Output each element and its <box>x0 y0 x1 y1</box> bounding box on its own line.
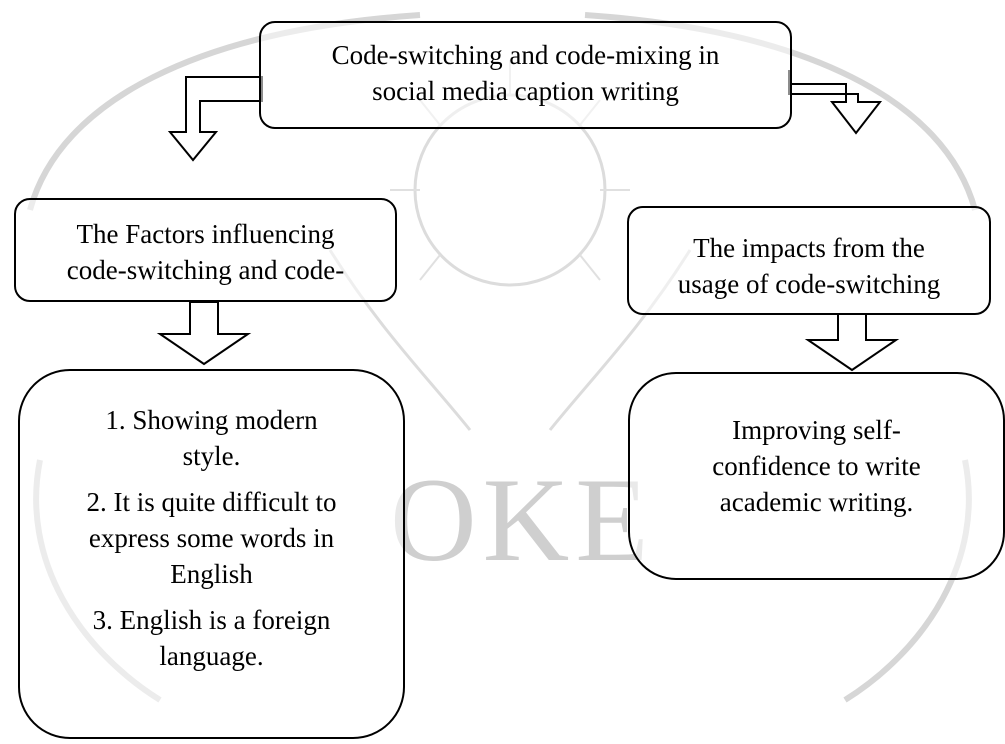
root-node: Code-switching and code-mixing in social… <box>259 21 792 129</box>
factor-item-2: 2. It is quite difficult to express some… <box>20 484 403 592</box>
arrow-root-to-right <box>788 70 883 135</box>
left-result-node: 1. Showing modern style. 2. It is quite … <box>18 369 405 739</box>
arrow-root-to-left <box>167 76 263 162</box>
left-branch-line-1: The Factors influencing <box>76 219 335 249</box>
right-result-line-2: confidence to write <box>712 451 921 481</box>
right-result-line-3: academic writing. <box>719 487 914 517</box>
right-branch-line-1: The impacts from the <box>693 233 925 263</box>
root-line-1: Code-switching and code-mixing in <box>331 40 720 70</box>
factor-item-1: 1. Showing modern style. <box>20 402 403 474</box>
factor-item-2-line-2: express some words in <box>88 523 335 553</box>
right-branch-line-2: usage of code-switching <box>677 269 941 299</box>
factor-item-3-line-2: language. <box>159 641 264 671</box>
factor-item-2-line-3: English <box>170 559 253 589</box>
right-result-node: Improving self- confidence to write acad… <box>628 372 1005 580</box>
factor-item-1-line-1: 1. Showing modern <box>105 405 318 435</box>
factor-item-2-line-1: 2. It is quite difficult to <box>86 487 337 517</box>
right-branch-node: The impacts from the usage of code-switc… <box>627 206 991 315</box>
factor-item-3-line-1: 3. English is a foreign <box>92 605 331 635</box>
factor-item-1-line-2: style. <box>182 441 241 471</box>
left-branch-line-2: code-switching and code- <box>66 255 345 285</box>
watermark-text: OKE <box>390 453 655 586</box>
arrow-left-branch-down <box>156 301 252 366</box>
left-branch-node: The Factors influencing code-switching a… <box>14 198 397 302</box>
right-result-line-1: Improving self- <box>732 415 901 445</box>
factor-item-3: 3. English is a foreign language. <box>20 602 403 674</box>
arrow-right-branch-down <box>804 313 900 372</box>
root-line-2: social media caption writing <box>372 76 679 106</box>
